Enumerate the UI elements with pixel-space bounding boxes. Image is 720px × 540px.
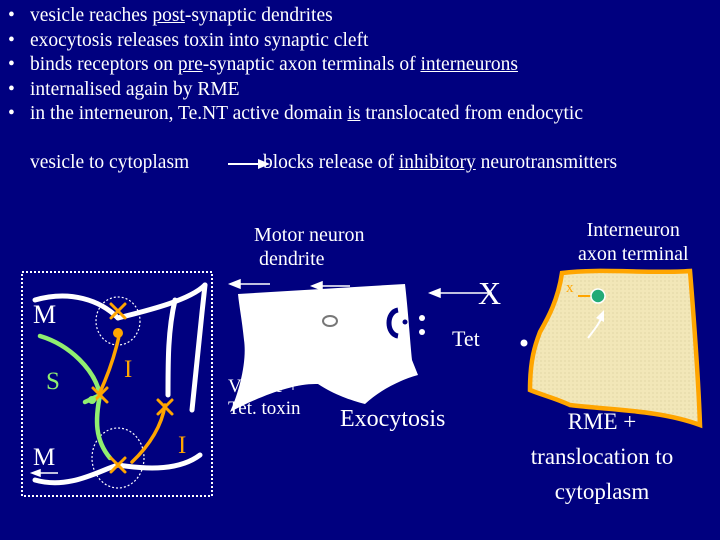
left-arrows [29,278,492,478]
inter-i-bottom-label: I [178,432,187,459]
bullet-text: translocated from endocytic [360,103,583,124]
bullet-item: • internalised again by RME [8,78,720,103]
bullet-text: exocytosis releases toxin into synaptic … [30,29,369,51]
label-line: axon terminal [578,243,689,265]
continuation-underlined: inhibitory [398,152,476,173]
neuron-soma-outline-top [95,296,141,346]
bullet-dot: • [8,78,15,100]
rme-label: RME + translocation to cytoplasm [510,404,694,509]
white-fibres [32,282,208,486]
circuit-dashed-box [21,271,213,497]
bullet-item: • in the interneuron, Te.NT active domain… [8,102,720,127]
bullet-underlined: interneurons [420,54,518,75]
bullet-text: internalised again by RME [30,78,240,100]
label-line: translocation to [530,444,674,469]
continuation-arrow [228,159,270,169]
toxin-dot [402,319,408,325]
sensory-s-label: S [46,368,60,395]
bullet-continuation: vesicle to cytoplasm blocks release of i… [30,151,617,175]
motor-neuron-label: Motor neuron dendrite [254,223,365,271]
toxin-dot [520,339,528,347]
label-line: cytoplasm [554,479,650,504]
bullet-dot: • [8,29,15,51]
receptor-icon [590,288,606,304]
vesicle-label: Vesicle + Tet. toxin [228,376,301,420]
translocation-arrowhead [596,310,604,322]
interneuron-label: Interneuron axon terminal [578,218,689,266]
label-line: dendrite [259,248,325,270]
fusing-vesicle [386,307,399,339]
label-line: RME + [567,409,637,434]
neuron-soma-outline-bottom [91,427,145,489]
continuation-text: vesicle to cytoplasm [30,152,190,173]
label-line: Motor neuron [254,224,365,246]
vesicle-small [322,315,338,327]
synapse-knob [113,328,123,338]
block-x-label: X [478,275,502,311]
bullet-item: • binds receptors on pre-synaptic axon te… [8,53,720,78]
toxin-dot [419,329,425,335]
bullet-text: vesicle reaches [30,5,153,26]
label-line: Tet. toxin [228,398,301,419]
toxin-dot [419,315,425,321]
bullet-underlined: is [347,103,361,124]
inter-i-top-label: I [124,356,133,383]
bullet-text: -synaptic dendrites [184,5,333,26]
bullet-underlined: post [152,5,185,26]
bullet-item: • exocytosis releases toxin into synaptic… [8,29,720,54]
motor-dendrite-shape [230,284,418,412]
bullet-dot: • [8,5,15,26]
bullet-dot: • [8,54,15,75]
label-line: Vesicle + [228,376,299,397]
bullet-text: binds receptors on [30,54,178,75]
interneuron-terminal-shape [527,268,703,429]
inter-fibres [98,330,167,464]
exocytosis-label: Exocytosis [340,406,446,432]
continuation-text: blocks release of [262,152,399,173]
bullet-underlined: pre [177,54,203,75]
motor-m-bottom-label: M [33,444,56,471]
receptor-x-label: x [566,280,574,296]
bullet-item: • vesicle reaches post-synaptic dendrites [8,4,720,29]
bullet-dot: • [8,103,15,124]
bullet-list: • vesicle reaches post-synaptic dendrites… [8,4,720,127]
synapse-knob [88,396,96,404]
continuation-text: neurotransmitters [475,152,618,173]
motor-m-top-label: M [33,300,57,329]
label-line: Interneuron [586,219,680,241]
bullet-text: -synaptic axon terminals of [202,54,421,75]
tet-label: Tet [452,326,480,351]
bullet-text: in the interneuron, Te.NT active domain [30,103,348,124]
